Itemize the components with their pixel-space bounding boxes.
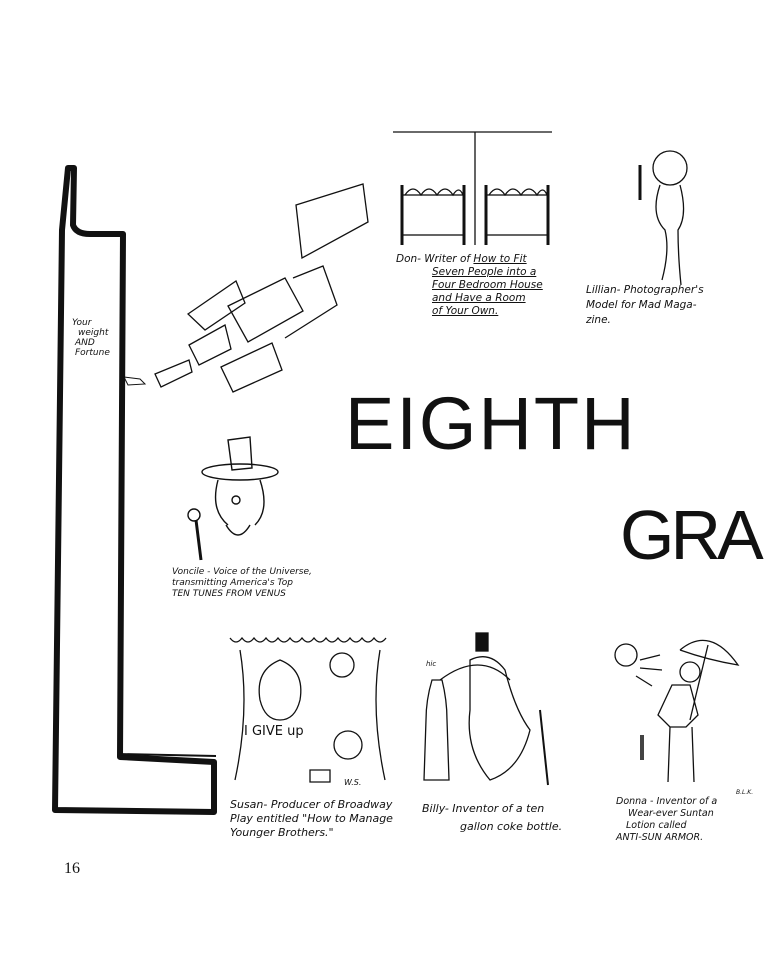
caption-line: Susan- Producer of Broadway (230, 798, 393, 811)
scale-label-line: AND (75, 338, 95, 348)
caption-line: TEN TUNES FROM VENUS (172, 589, 286, 599)
scale-label-line: Fortune (75, 348, 110, 358)
caption-line: and Have a Room (432, 292, 526, 304)
caption-line: Seven People into a (432, 266, 537, 278)
lillian-illustration (638, 150, 688, 286)
signature-blk: B.L.K. (736, 789, 754, 796)
page-number: 16 (64, 860, 80, 877)
caption-lillian: Lillian- Photographer's Model for Mad Ma… (586, 283, 704, 328)
signature-ws: W.S. (344, 778, 362, 787)
scale-base-line (117, 753, 217, 757)
caption-line: Wear-ever Suntan (628, 808, 714, 819)
hic-sound: hic (426, 660, 437, 668)
scale-slot-icon (123, 376, 147, 386)
speech-i-give-up: I GIVE up (244, 724, 304, 739)
fortune-cards (154, 183, 369, 393)
caption-line: Younger Brothers." (230, 826, 334, 839)
donna-illustration (614, 639, 740, 783)
scale-label: Your weight AND Fortune (72, 318, 110, 358)
caption-donna: Donna - Inventor of a Wear-ever Suntan L… (616, 796, 717, 844)
title-eighth: EIGHTH (345, 382, 637, 465)
caption-line: Lotion called (626, 820, 687, 831)
caption-line: ANTI-SUN ARMOR. (616, 832, 704, 843)
billy-illustration (423, 632, 549, 786)
caption-line: gallon coke bottle. (460, 820, 563, 833)
weight-scale-outline (52, 165, 217, 815)
caption-voncile: Voncile - Voice of the Universe, transmi… (172, 567, 312, 600)
caption-line: zine. (586, 314, 611, 326)
caption-line: Four Bedroom House (432, 279, 543, 291)
caption-don: Don- Writer of How to Fit Seven People i… (396, 253, 543, 318)
caption-line: Play entitled "How to Manage (230, 812, 393, 825)
susan-illustration (229, 636, 387, 783)
title-grade: GRA (620, 496, 764, 574)
voncile-illustration (187, 436, 279, 561)
caption-susan: Susan- Producer of Broadway Play entitle… (230, 798, 393, 840)
caption-line: transmitting America's Top (172, 578, 293, 588)
caption-name: Don- Writer of (396, 253, 471, 265)
caption-billy: Billy- Inventor of a ten gallon coke bot… (422, 800, 562, 836)
caption-line: Billy- Inventor of a ten (422, 802, 545, 815)
caption-line: of Your Own. (432, 305, 499, 317)
caption-line: Voncile - Voice of the Universe, (172, 567, 312, 577)
caption-line: Model for Mad Maga- (586, 299, 697, 311)
scale-label-line: weight (78, 328, 109, 338)
caption-line: Donna - Inventor of a (616, 796, 718, 807)
caption-line: Lillian- Photographer's (586, 284, 704, 296)
caption-line: How to Fit (473, 253, 527, 265)
scale-label-line: Your (72, 318, 92, 328)
don-illustration (393, 131, 552, 245)
